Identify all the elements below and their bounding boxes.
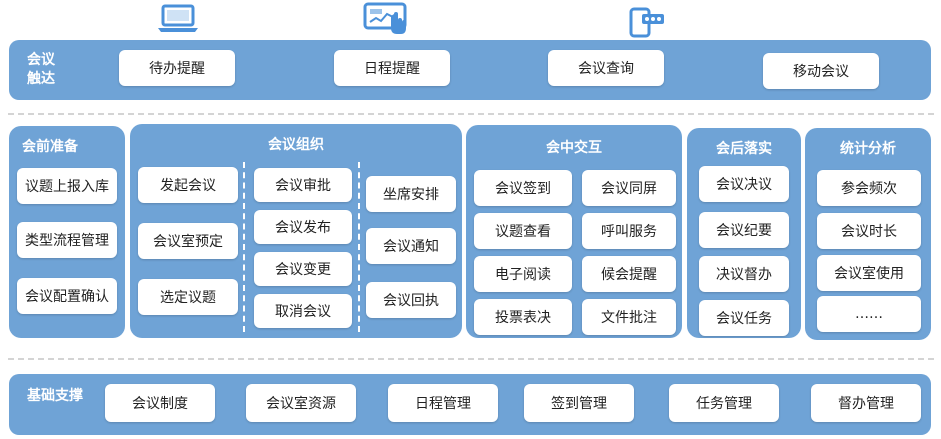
base-item: 日程管理 (388, 384, 498, 422)
stats-item: …… (817, 296, 921, 332)
mid-item: 会议同屏 (582, 170, 676, 206)
prep-panel: 会前准备 议题上报入库 类型流程管理 会议配置确认 (9, 126, 125, 338)
tablet-touch-icon (363, 2, 407, 34)
org-item: 会议变更 (254, 252, 352, 286)
prep-item: 议题上报入库 (17, 168, 117, 204)
stats-item: 会议时长 (817, 213, 921, 249)
mid-item: 文件批注 (582, 299, 676, 335)
org-item: 会议回执 (366, 282, 456, 318)
after-item: 会议决议 (699, 166, 789, 202)
after-item: 会议纪要 (699, 212, 789, 248)
after-item: 决议督办 (699, 256, 789, 292)
org-item: 会议审批 (254, 168, 352, 202)
org-item: 取消会议 (254, 294, 352, 328)
mobile-icon (629, 7, 664, 38)
base-item: 会议制度 (105, 384, 215, 422)
meeting-query: 会议查询 (548, 50, 664, 86)
after-item: 会议任务 (699, 300, 789, 336)
after-panel: 会后落实 会议决议 会议纪要 决议督办 会议任务 (687, 128, 801, 338)
stats-panel: 统计分析 参会频次 会议时长 会议室使用 …… (805, 128, 931, 340)
prep-title: 会前准备 (22, 139, 78, 155)
org-item: 选定议题 (138, 279, 238, 315)
reach-band: 会议触达 待办提醒 日程提醒 会议查询 移动会议 (9, 40, 931, 100)
mobile-meeting: 移动会议 (763, 53, 879, 89)
org-item: 会议通知 (366, 228, 456, 264)
base-item: 会议室资源 (246, 384, 356, 422)
todo-reminder: 待办提醒 (119, 50, 235, 86)
prep-item: 类型流程管理 (17, 222, 117, 258)
org-item: 会议发布 (254, 210, 352, 244)
divider-top (8, 113, 934, 115)
org-item: 会议室预定 (138, 223, 238, 259)
divider-bottom (8, 358, 934, 360)
stats-item: 会议室使用 (817, 255, 921, 291)
mid-item: 投票表决 (474, 299, 572, 335)
org-title: 会议组织 (268, 137, 324, 153)
stats-title: 统计分析 (840, 141, 896, 157)
mid-title: 会中交互 (546, 140, 602, 156)
base-item: 督办管理 (811, 384, 921, 422)
org-divider (358, 162, 360, 332)
mid-item: 候会提醒 (582, 256, 676, 292)
base-item: 任务管理 (669, 384, 779, 422)
mid-item: 电子阅读 (474, 256, 572, 292)
mid-item: 会议签到 (474, 170, 572, 206)
prep-item: 会议配置确认 (17, 278, 117, 314)
org-item: 发起会议 (138, 167, 238, 203)
schedule-reminder: 日程提醒 (334, 50, 450, 86)
org-divider (243, 162, 245, 332)
base-band: 基础支撑 会议制度 会议室资源 日程管理 签到管理 任务管理 督办管理 (9, 374, 931, 435)
after-title: 会后落实 (716, 141, 772, 157)
mid-item: 呼叫服务 (582, 213, 676, 249)
org-panel: 会议组织 发起会议 会议室预定 选定议题 会议审批 会议发布 会议变更 取消会议… (130, 124, 462, 338)
reach-title: 会议触达 (27, 52, 55, 87)
mid-panel: 会中交互 会议签到 议题查看 电子阅读 投票表决 会议同屏 呼叫服务 候会提醒 … (466, 125, 682, 338)
org-item: 坐席安排 (366, 176, 456, 212)
laptop-icon (158, 4, 198, 32)
base-title: 基础支撑 (27, 388, 83, 404)
stats-item: 参会频次 (817, 170, 921, 206)
base-item: 签到管理 (524, 384, 634, 422)
mid-item: 议题查看 (474, 213, 572, 249)
